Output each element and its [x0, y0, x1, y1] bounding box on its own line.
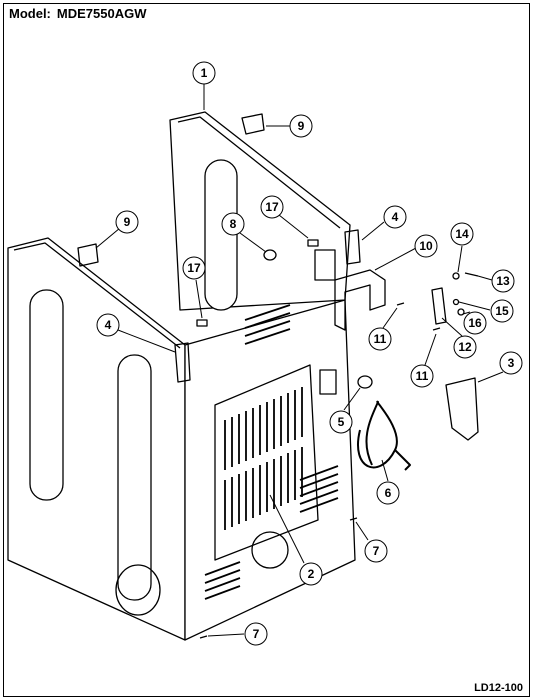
callout-17-top[interactable]: 17	[260, 195, 309, 239]
callout-3[interactable]: 3	[477, 351, 523, 383]
callout-16[interactable]: 16	[462, 311, 487, 335]
callout-5[interactable]: 5	[329, 387, 361, 434]
svg-text:9: 9	[298, 119, 305, 133]
callout-17-mid[interactable]: 17	[182, 256, 206, 319]
svg-text:15: 15	[495, 304, 509, 318]
cabinet-drawing	[7, 111, 479, 641]
svg-text:4: 4	[105, 318, 112, 332]
callout-2[interactable]: 2	[269, 494, 323, 586]
callout-11-bottom[interactable]: 11	[410, 333, 437, 388]
svg-text:17: 17	[187, 261, 201, 275]
callout-4-right[interactable]: 4	[361, 205, 407, 241]
callout-6[interactable]: 6	[376, 459, 400, 505]
callout-8[interactable]: 8	[221, 212, 267, 253]
svg-text:14: 14	[455, 227, 469, 241]
callout-1[interactable]: 1	[192, 61, 216, 110]
part-callouts: 1 9 9 8 17 4 10 14 13 17 4 11 15 16 12 3…	[95, 61, 523, 646]
svg-text:6: 6	[385, 486, 392, 500]
callout-15[interactable]: 15	[458, 299, 514, 323]
callout-10[interactable]: 10	[374, 234, 438, 271]
callout-12[interactable]: 12	[441, 317, 477, 359]
callout-13[interactable]: 13	[477, 269, 515, 293]
model-label: Model:	[9, 6, 51, 21]
model-number: MDE7550AGW	[56, 6, 147, 21]
svg-text:7: 7	[373, 544, 380, 558]
svg-text:9: 9	[124, 215, 131, 229]
callout-7-right[interactable]: 7	[355, 521, 388, 563]
callout-4-left[interactable]: 4	[96, 313, 176, 353]
svg-text:17: 17	[265, 200, 279, 214]
callout-14[interactable]: 14	[450, 222, 474, 273]
drawing-code: LD12-100	[474, 682, 523, 694]
svg-text:7: 7	[253, 627, 260, 641]
svg-text:2: 2	[308, 567, 315, 581]
svg-text:4: 4	[392, 210, 399, 224]
drawing-frame	[3, 3, 530, 697]
svg-text:11: 11	[374, 332, 387, 346]
svg-text:13: 13	[496, 274, 510, 288]
callout-11-top[interactable]: 11	[368, 307, 398, 351]
model-header: Model: MDE7550AGW	[9, 6, 146, 21]
svg-text:10: 10	[419, 239, 433, 253]
svg-text:11: 11	[416, 369, 429, 383]
svg-text:12: 12	[458, 340, 472, 354]
callout-7-bottom[interactable]: 7	[207, 622, 268, 646]
svg-text:8: 8	[230, 217, 237, 231]
svg-text:3: 3	[508, 356, 515, 370]
callout-9-top[interactable]: 9	[266, 114, 313, 138]
svg-text:16: 16	[468, 316, 482, 330]
svg-text:5: 5	[338, 415, 345, 429]
svg-text:1: 1	[201, 66, 208, 80]
callout-9-left[interactable]: 9	[95, 210, 139, 249]
